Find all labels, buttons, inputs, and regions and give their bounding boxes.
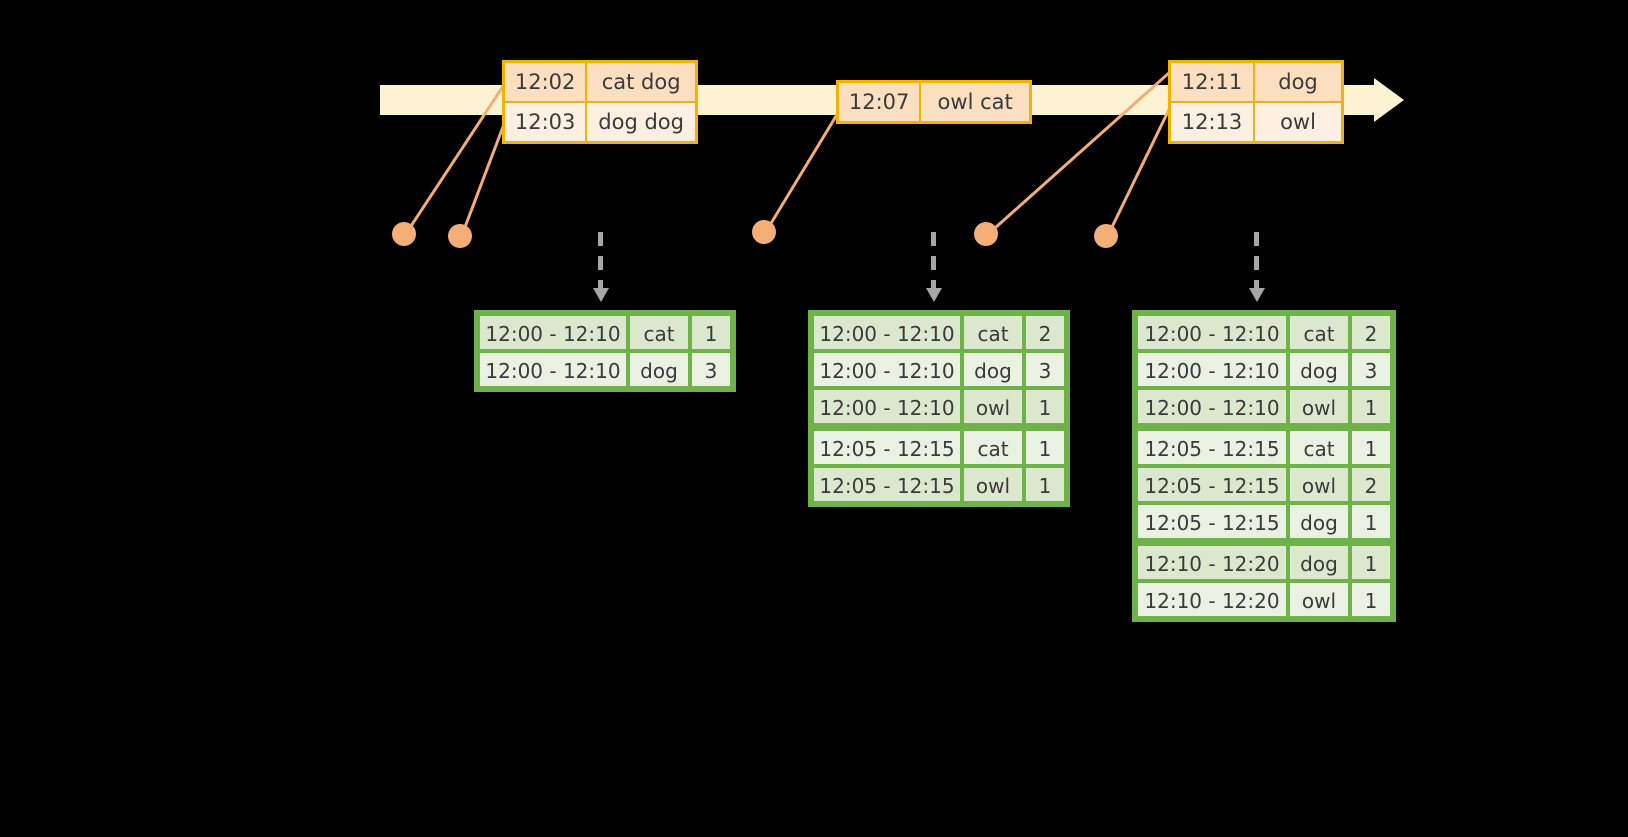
word-cell: owl (962, 466, 1024, 503)
count-cell: 1 (1024, 429, 1066, 466)
count-cell: 2 (1350, 466, 1392, 503)
window-range-cell: 12:10 - 12:20 (1136, 581, 1288, 618)
word-cell: owl (1288, 466, 1350, 503)
word-cell: dog (1288, 544, 1350, 581)
word-cell: cat (1288, 314, 1350, 351)
event-words: owl (1255, 103, 1341, 141)
event-time: 12:13 (1171, 103, 1255, 141)
window-range-cell: 12:00 - 12:10 (478, 351, 628, 388)
count-cell: 1 (1350, 544, 1392, 581)
event-time: 12:02 (505, 63, 588, 101)
word-cell: cat (628, 314, 690, 351)
count-cell: 3 (1350, 351, 1392, 388)
word-cell: dog (1288, 351, 1350, 388)
word-cell: cat (1288, 429, 1350, 466)
window-range-cell: 12:05 - 12:15 (1136, 466, 1288, 503)
window-range-cell: 12:00 - 12:10 (1136, 388, 1288, 425)
count-cell: 3 (1024, 351, 1066, 388)
arrow-shaft (931, 232, 936, 290)
arrow-shaft (598, 232, 603, 290)
connector-dot-2 (448, 224, 472, 248)
count-cell: 1 (1350, 388, 1392, 425)
arrow-head-icon (593, 288, 609, 302)
window-range-cell: 12:05 - 12:15 (1136, 503, 1288, 540)
event-words: dog (1255, 63, 1341, 101)
word-cell: owl (1288, 388, 1350, 425)
connector-dot-1 (392, 222, 416, 246)
count-cell: 1 (1350, 503, 1392, 540)
arrow-shaft (1254, 232, 1259, 290)
window-range-cell: 12:00 - 12:10 (812, 388, 962, 425)
word-cell: cat (962, 314, 1024, 351)
connector-line-3 (764, 110, 841, 234)
count-cell: 2 (1024, 314, 1066, 351)
arrow-head-icon (1249, 288, 1265, 302)
count-cell: 1 (1024, 388, 1066, 425)
count-cell: 1 (690, 314, 732, 351)
window-range-cell: 12:00 - 12:10 (1136, 314, 1288, 351)
word-cell: owl (962, 388, 1024, 425)
event-time: 12:03 (505, 103, 588, 141)
timeline-arrowhead-icon (1374, 78, 1404, 122)
word-cell: dog (962, 351, 1024, 388)
window-range-cell: 12:00 - 12:10 (1136, 351, 1288, 388)
count-cell: 1 (1350, 581, 1392, 618)
word-cell: cat (962, 429, 1024, 466)
window-range-cell: 12:05 - 12:15 (812, 429, 962, 466)
connector-dot-3 (752, 220, 776, 244)
window-range-cell: 12:00 - 12:10 (478, 314, 628, 351)
event-time: 12:11 (1171, 63, 1255, 101)
event-words: dog dog (587, 103, 695, 141)
count-cell: 1 (1350, 429, 1392, 466)
connector-dot-5 (1094, 224, 1118, 248)
count-cell: 2 (1350, 314, 1392, 351)
window-range-cell: 12:05 - 12:15 (1136, 429, 1288, 466)
event-words: cat dog (587, 63, 695, 101)
window-range-cell: 12:00 - 12:10 (812, 314, 962, 351)
count-cell: 3 (690, 351, 732, 388)
count-cell: 1 (1024, 466, 1066, 503)
arrow-head-icon (926, 288, 942, 302)
connector-dot-4 (974, 222, 998, 246)
connector-line-5 (1106, 104, 1173, 238)
word-cell: dog (1288, 503, 1350, 540)
window-range-cell: 12:00 - 12:10 (812, 351, 962, 388)
event-words: owl cat (921, 83, 1029, 121)
window-range-cell: 12:10 - 12:20 (1136, 544, 1288, 581)
event-time: 12:07 (839, 83, 922, 121)
word-cell: owl (1288, 581, 1350, 618)
word-cell: dog (628, 351, 690, 388)
window-range-cell: 12:05 - 12:15 (812, 466, 962, 503)
